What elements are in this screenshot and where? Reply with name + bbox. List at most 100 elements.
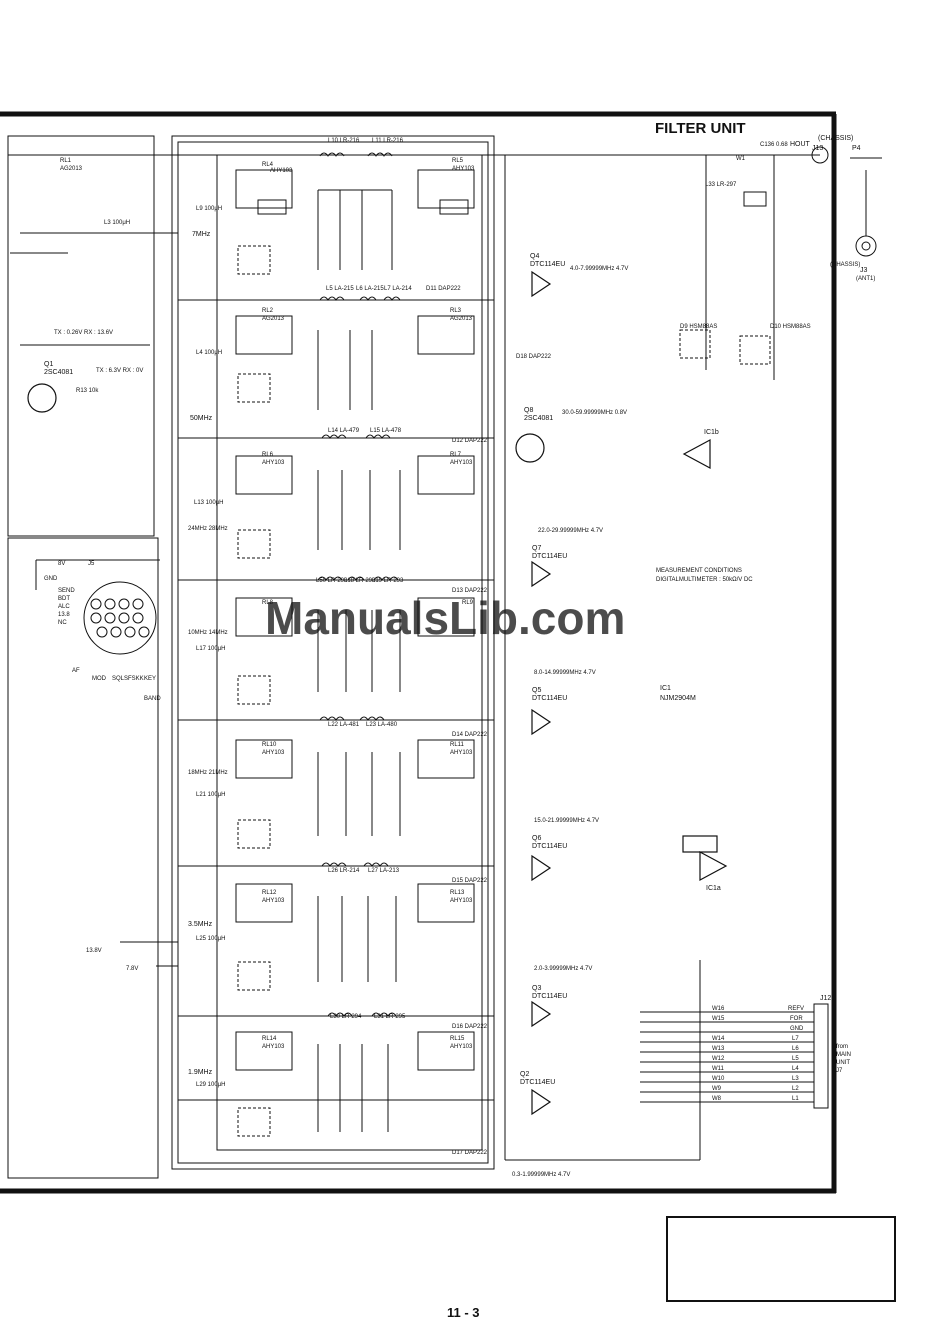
j12-pin-l1: L1 [792, 1096, 799, 1102]
diagram-title: FILTER UNIT [655, 120, 746, 137]
label-7.8v: 7.8V [126, 966, 138, 972]
page-frame [0, 111, 837, 1194]
label-chassis-top: (CHASSIS) [818, 135, 853, 142]
label-j13: J13 [812, 145, 823, 152]
relay-rl3: RL3 [450, 308, 462, 314]
band-label-3.5mhz: 3.5MHz [188, 921, 213, 928]
ic1a-label: IC1a [706, 885, 721, 892]
transistor-q7: Q7 [532, 545, 541, 552]
label-p4: P4 [852, 145, 861, 152]
from-main-2: MAIN [836, 1052, 851, 1058]
inductor-l11: L11 LR-216 [372, 138, 404, 144]
band-label-1.9mhz: 1.9MHz [188, 1069, 213, 1076]
inductor-l27: L27 LA-213 [368, 868, 400, 874]
ic1b-label: IC1b [704, 429, 719, 436]
transistor-q3: Q3 [532, 985, 541, 992]
j12-connector [640, 1003, 829, 1109]
relay-rl13: RL13 [450, 890, 465, 896]
inductor-l22: L22 LA-481 [328, 722, 360, 728]
relay-rl1: RL1 [60, 158, 72, 164]
diode-d16: D16 DAP222 [452, 1024, 488, 1030]
ic1-label: IC1 [660, 685, 671, 692]
j12-pin-refv: REFV [788, 1006, 804, 1012]
transistor-q7-note: 22.0-29.99999MHz 4.7V [538, 528, 603, 534]
resistor-r13: R13 10k [76, 388, 99, 394]
relay-rl5: RL5 [452, 158, 464, 164]
filter-section-1.9mhz [235, 1012, 475, 1137]
inductor-l17: L17 100μH [196, 646, 225, 652]
inductor-l15: L15 LA-478 [370, 428, 402, 434]
from-main-3: UNIT [836, 1060, 850, 1066]
filter-section-18-21mhz [235, 716, 475, 849]
transistor-q5: Q5 [532, 687, 541, 694]
band-label-24-28mhz: 24MHz 28MHz [188, 526, 228, 532]
band-label-18-21mhz: 18MHz 21MHz [188, 770, 228, 776]
from-main-4: J7 [836, 1068, 843, 1074]
j12-label: J12 [820, 995, 831, 1002]
diode-d17: D17 DAP222 [452, 1150, 488, 1156]
transistor-q2: Q2 [520, 1071, 529, 1078]
transistor-q6: Q6 [532, 835, 541, 842]
relay-rl2: RL2 [262, 308, 274, 314]
j12-pin-gnd: GND [790, 1026, 804, 1032]
relay-rl11-part: AHY103 [450, 750, 473, 756]
q1-tx-rx-b: TX : 6.3V RX : 0V [96, 368, 143, 374]
transistor-q6-part: DTC114EU [532, 843, 567, 850]
j12-wire-w9: W9 [712, 1086, 722, 1092]
j5-pin-nc: NC [58, 620, 67, 626]
j5-label: J5 [88, 561, 95, 567]
inductor-l9: L9 100μH [196, 206, 222, 212]
watermark-text: ManualsLib.com [265, 592, 625, 644]
inductor-l13: L13 100μH [194, 500, 223, 506]
transistor-q8-part: 2SC4081 [524, 415, 553, 422]
transistor-q8: Q8 [524, 407, 533, 414]
j12-wire-w15: W15 [712, 1016, 725, 1022]
inductor-l23: L23 LA-480 [366, 722, 398, 728]
inductor-l7: L7 LA-214 [384, 286, 412, 292]
q1-tx-rx-a: TX : 0.26V RX : 13.6V [54, 330, 113, 336]
j5-connector [35, 559, 160, 655]
relay-rl2-part: AG2013 [262, 316, 285, 322]
inductor-l31: L31 LR-295 [374, 1014, 406, 1020]
transistor-q4-note: 4.0-7.99999MHz 4.7V [570, 266, 628, 272]
j12-pin-l6: L6 [792, 1046, 799, 1052]
j5-line-fskk: FSKK [128, 676, 144, 682]
relay-rl1-part: AG2013 [60, 166, 83, 172]
diode-d10: D10 HSM88AS [770, 324, 811, 330]
transistor-q6-note: 15.0-21.99999MHz 4.7V [534, 818, 599, 824]
inductor-l50: L50 LR-293 [316, 578, 348, 584]
inductor-l19: L19 LR-293 [372, 578, 404, 584]
transistor-q1: Q1 [44, 361, 53, 368]
j5-line-key: KEY [144, 676, 156, 682]
transistor-q2-part: DTC114EU [520, 1079, 555, 1086]
diode-d14: D14 DAP222 [452, 732, 488, 738]
filter-section-7mhz [235, 152, 475, 275]
j5-line-sqls: SQLS [112, 676, 128, 682]
j12-wire-w11: W11 [712, 1066, 725, 1072]
j5-line-af: AF [72, 668, 80, 674]
inductor-l10: L10 LR-216 [328, 138, 360, 144]
inductor-l30: L30 LR-294 [330, 1014, 362, 1020]
op-amp-symbols [682, 438, 728, 882]
transistor-q3-part: DTC114EU [532, 993, 567, 1000]
transistor-q5-note: 8.0-14.99999MHz 4.7V [534, 670, 596, 676]
j12-pin-l7: L7 [792, 1036, 799, 1042]
inductor-l29: L29 100μH [196, 1082, 225, 1088]
measurement-line-1: MEASUREMENT CONDITIONS [656, 568, 742, 574]
from-main-1: from [836, 1044, 848, 1050]
transistor-q7-part: DTC114EU [532, 553, 567, 560]
driver-triangles [27, 270, 552, 1116]
left-unit-boundary [7, 135, 159, 1179]
inductor-l14: L14 LA-479 [328, 428, 360, 434]
j5-pin-send: SEND [58, 588, 75, 594]
diode-d11: D11 DAP222 [426, 286, 461, 292]
j12-wire-w13: W13 [712, 1046, 725, 1052]
relay-rl7: RL7 [450, 452, 462, 458]
filter-section-50mhz [235, 296, 475, 410]
relay-rl13-part: AHY103 [450, 898, 473, 904]
relay-rl4: RL4 [262, 162, 274, 168]
inductor-l25: L25 100μH [196, 936, 225, 942]
relay-rl12-part: AHY103 [262, 898, 285, 904]
label-hout: HOUT [790, 141, 811, 148]
label-13.8v: 13.8V [86, 948, 102, 954]
